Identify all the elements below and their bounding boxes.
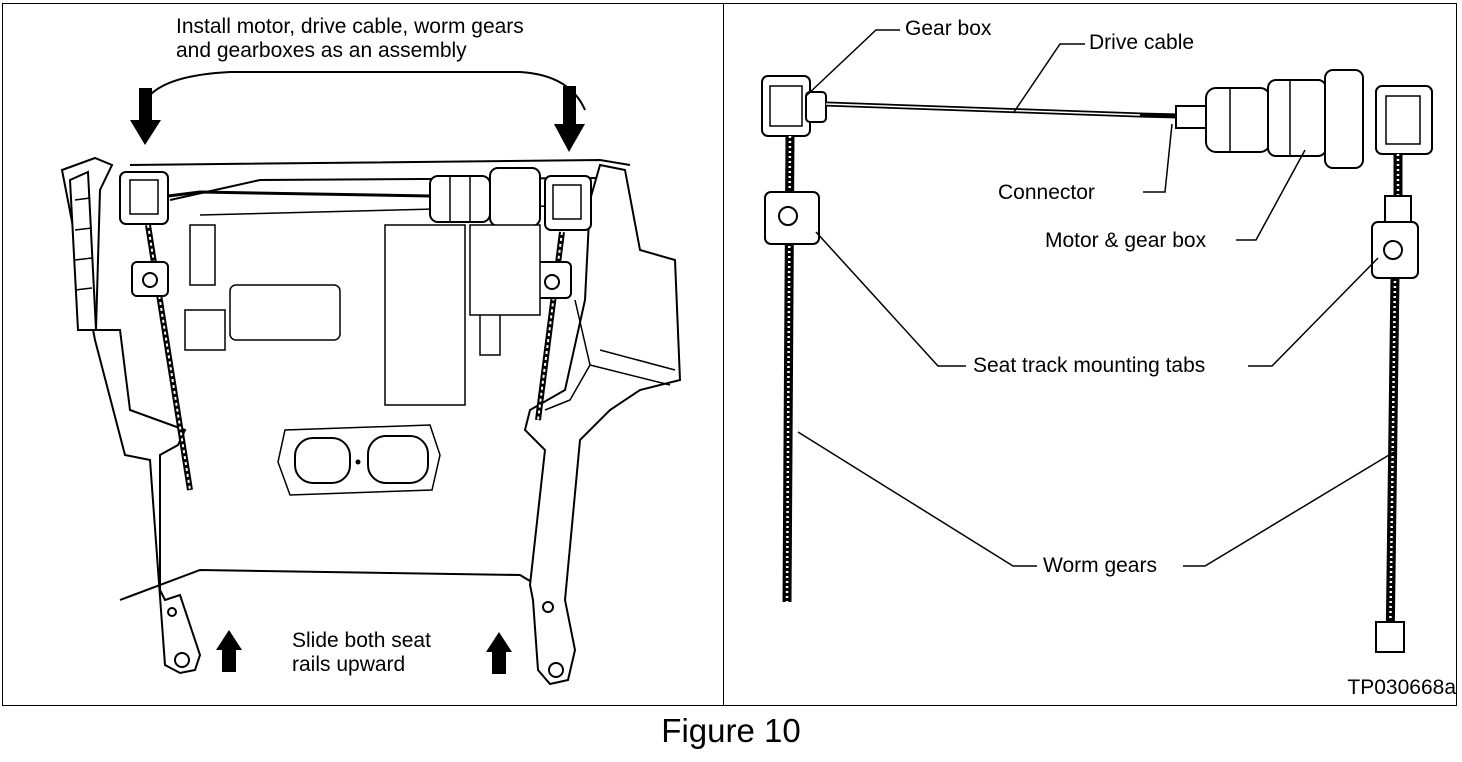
- label-gear-box: Gear box: [905, 17, 992, 40]
- figure-code: TP030668a: [1347, 676, 1456, 699]
- label-worm-gears: Worm gears: [1043, 554, 1157, 577]
- worm-gear-right: [1375, 154, 1412, 653]
- install-assembly-note: Install motor, drive cable, worm gears a…: [176, 15, 524, 62]
- right-worm-gear-assembly: [534, 175, 592, 421]
- panel-divider: [723, 3, 724, 706]
- center-components: [184, 224, 541, 406]
- mounting-tab-right: [1371, 221, 1419, 279]
- figure-caption: Figure 10: [661, 712, 801, 749]
- label-drive-cable: Drive cable: [1089, 31, 1195, 54]
- label-connector: Connector: [998, 181, 1095, 204]
- label-motor-gear-box: Motor & gear box: [1045, 229, 1207, 252]
- label-seat-track-mounting-tabs: Seat track mounting tabs: [973, 354, 1206, 377]
- left-drive-cable-motor: [167, 167, 541, 227]
- slide-rails-note: Slide both seat rails upward: [292, 629, 431, 676]
- up-arrow-left: [216, 630, 242, 672]
- left-worm-gear-assembly: [119, 171, 193, 491]
- right-seat-rail: [523, 163, 682, 686]
- mounting-tab-left: [764, 191, 820, 245]
- gear-box-part: [761, 75, 827, 137]
- left-seat-rail: [60, 156, 202, 675]
- install-bracket: [149, 71, 586, 111]
- up-arrow-right: [486, 632, 512, 674]
- down-arrow-left: [130, 88, 161, 145]
- leader-lines: [797, 29, 1395, 567]
- figure-frame: [2, 3, 1457, 706]
- motor-gear-box-part: [1205, 69, 1433, 169]
- center-cutout-plate: [277, 424, 441, 496]
- down-arrow-right: [554, 86, 585, 152]
- drive-cable-part: [825, 101, 1207, 129]
